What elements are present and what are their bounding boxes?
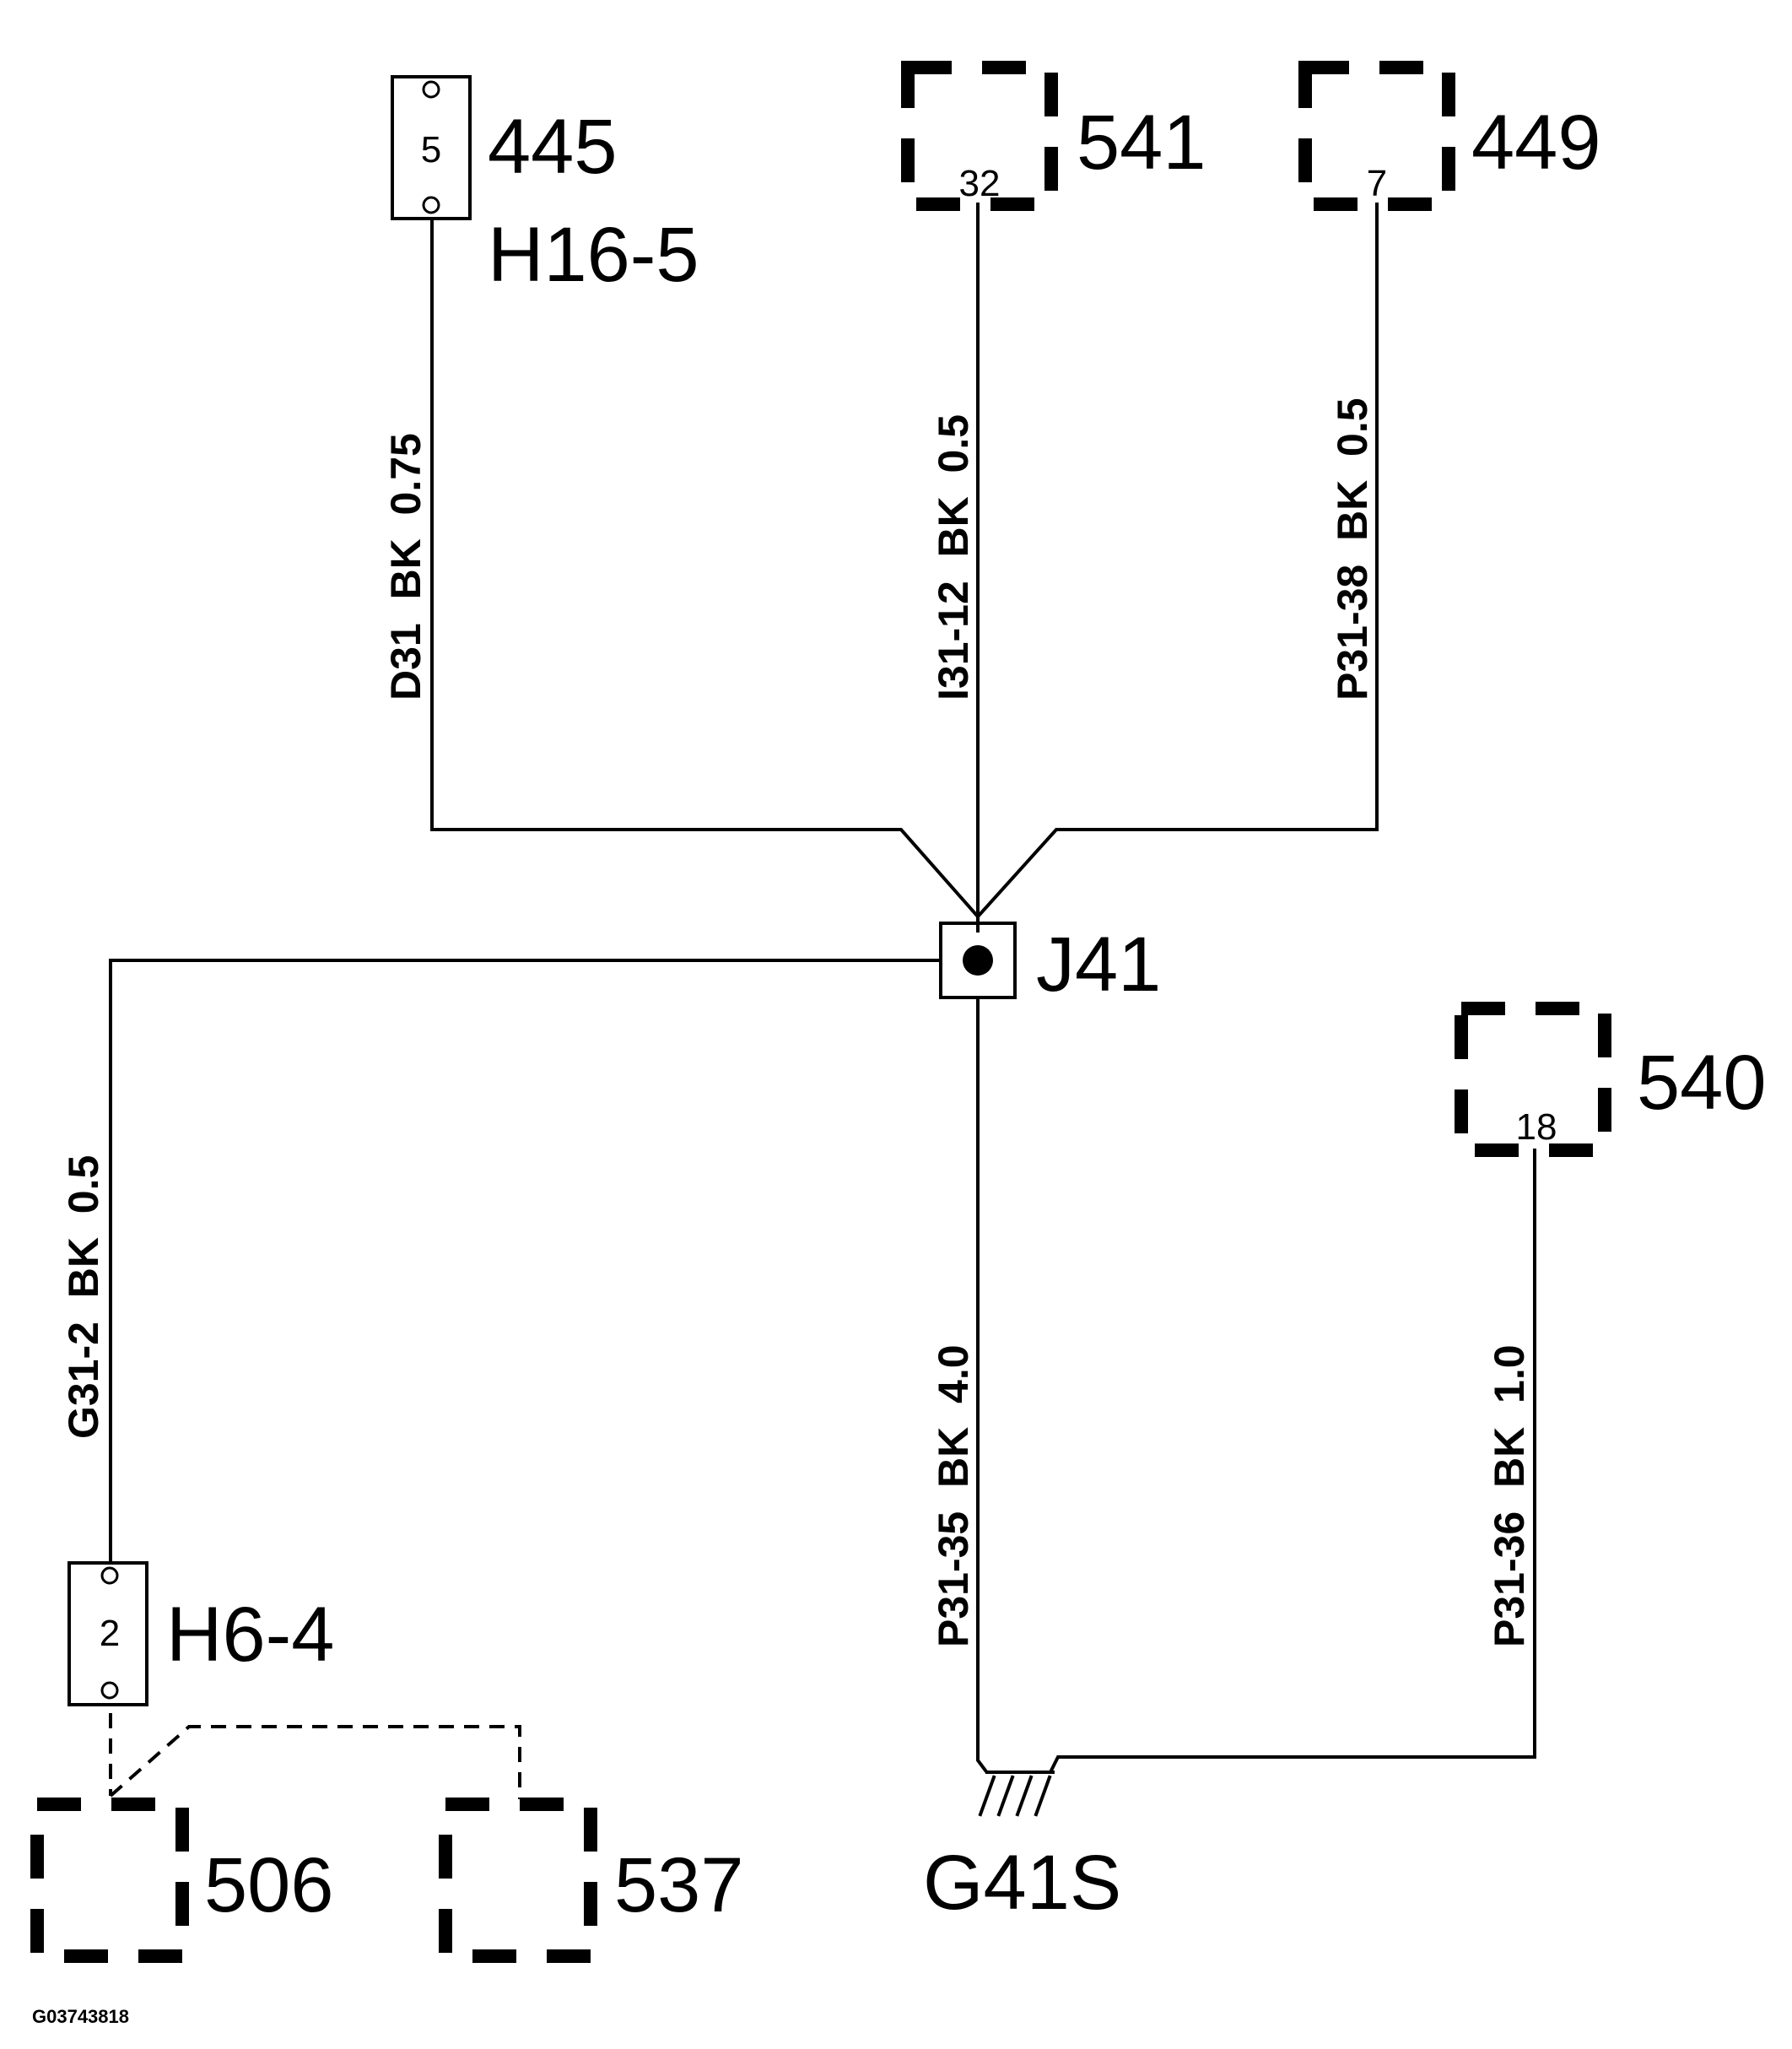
component-541: 32 541 (901, 61, 1206, 211)
component-506-label: 506 (204, 1842, 334, 1928)
wire-labels: D31 BK 0.75 I31-12 BK 0.5 P31-38 BK 0.5 … (60, 397, 1533, 1647)
wire-p31-35 (976, 996, 988, 1773)
figure-id: G03743818 (32, 2006, 129, 2027)
component-449-label: 449 (1471, 100, 1601, 186)
ground-g41s: G41S (923, 1771, 1121, 1926)
wire-d31 (430, 216, 980, 918)
connector-445: 5 445 H16-5 (391, 75, 699, 298)
component-449-pin: 7 (1367, 163, 1387, 204)
wire-p31-38 (976, 203, 1379, 918)
connector-h6-4-pin-top (100, 1566, 119, 1585)
component-449: 7 449 (1298, 61, 1601, 211)
wire-label-g31-2: G31-2 BK 0.5 (60, 1155, 107, 1439)
wire-label-d31: D31 BK 0.75 (382, 433, 429, 700)
connector-445-pin-bottom (422, 196, 440, 214)
wires (109, 203, 1536, 1799)
component-537: 537 (439, 1798, 744, 1963)
component-540-pin: 18 (1516, 1106, 1557, 1148)
component-537-label: 537 (614, 1842, 744, 1928)
component-537-box (439, 1798, 597, 1963)
connector-445-body (391, 75, 472, 220)
wire-label-p31-38: P31-38 BK 0.5 (1329, 397, 1376, 700)
component-540-label: 540 (1637, 1040, 1767, 1126)
connector-445-label: 445 (488, 104, 618, 190)
splice-j41-box (939, 922, 1017, 999)
connector-445-pin-top (422, 80, 440, 99)
connector-h6-4-pin-bottom (100, 1681, 119, 1700)
wire-label-p31-36: P31-36 BK 1.0 (1486, 1344, 1533, 1647)
wire-label-p31-35: P31-35 BK 4.0 (930, 1344, 977, 1647)
connector-h6-4-body (67, 1561, 148, 1706)
wire-label-i31-12: I31-12 BK 0.5 (930, 414, 977, 700)
splice-j41-label: J41 (1036, 922, 1161, 1008)
wire-dashed-branch (109, 1725, 521, 1799)
component-506-box (30, 1798, 189, 1963)
connector-h6-4-pin-number: 2 (100, 1613, 120, 1654)
connector-445-pin-number: 5 (421, 129, 441, 170)
connector-h16-5-label: H16-5 (488, 212, 699, 298)
component-540: 18 540 (1455, 1002, 1767, 1157)
splice-j41: J41 (939, 922, 1161, 1008)
wire-g31-2 (109, 959, 942, 1565)
ground-g41s-label: G41S (923, 1840, 1121, 1926)
component-506: 506 (30, 1798, 334, 1963)
splice-j41-dot (963, 945, 993, 976)
ground-g41s-hatch (978, 1775, 1052, 1817)
connector-h6-4: 2 H6-4 (67, 1561, 334, 1706)
wire-p31-36 (1049, 1149, 1536, 1773)
component-541-pin: 32 (959, 163, 1001, 204)
component-541-label: 541 (1077, 100, 1206, 186)
connector-h6-4-label: H6-4 (166, 1592, 334, 1678)
